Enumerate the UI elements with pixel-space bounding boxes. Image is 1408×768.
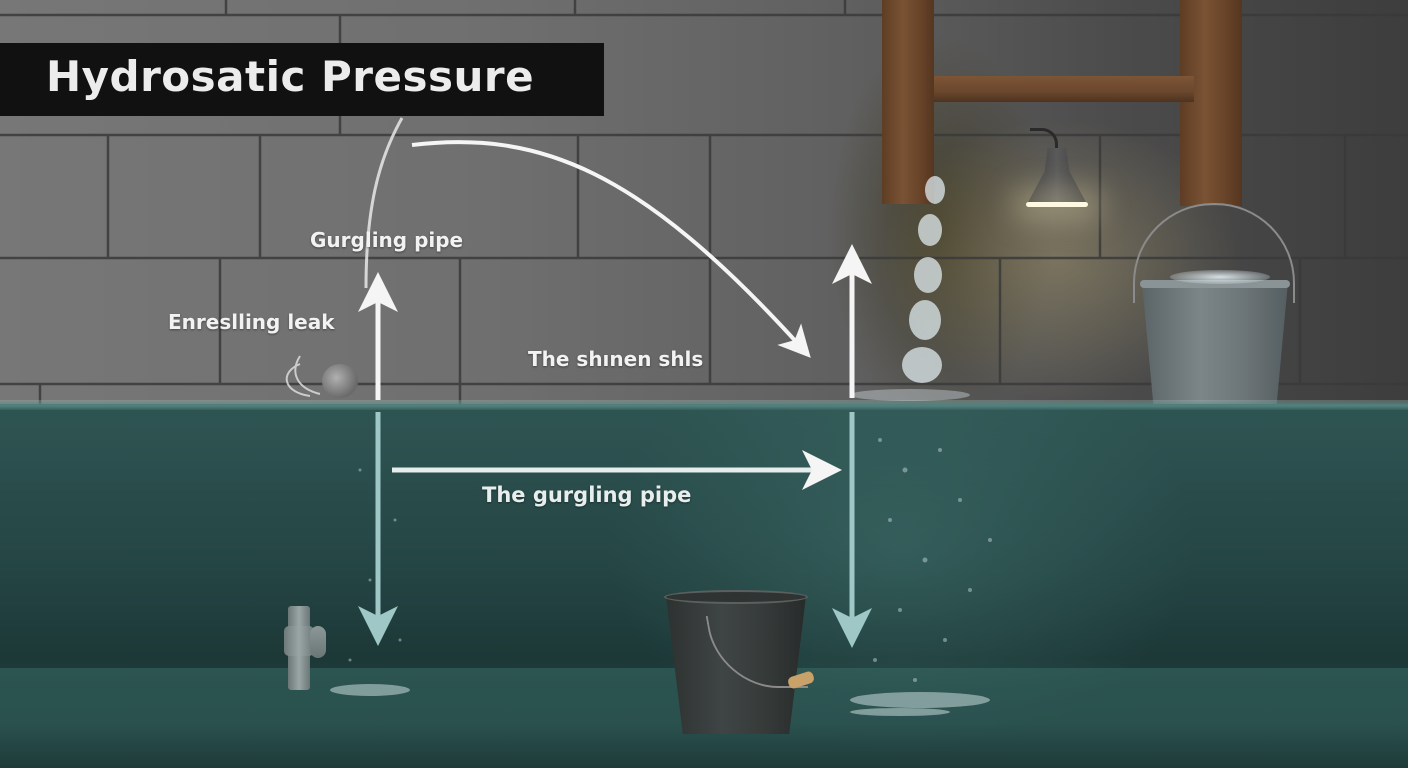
ladder-rung: [934, 76, 1194, 102]
ladder-left-rail: [882, 0, 934, 204]
right-bucket-rim: [1140, 280, 1290, 288]
right-bucket-water-splash: [1170, 270, 1270, 284]
wall-drain-leak-icon: [322, 364, 358, 398]
center-bucket-rim: [664, 590, 808, 604]
lamp-cord: [1030, 128, 1058, 150]
page-title: Hydrosatic Pressure: [46, 52, 535, 101]
label-gurgling-pipe: Gurgling pipe: [310, 228, 464, 252]
right-bucket-icon: [1142, 282, 1288, 408]
pipe-tee-fitting-icon: [284, 626, 314, 656]
lamp-light: [1026, 202, 1088, 207]
title-banner: [0, 43, 604, 116]
center-bucket-icon: [666, 596, 806, 734]
label-enreslling-leak: Enreslling leak: [168, 310, 335, 334]
label-the-shinen-shls: The shınen shls: [528, 347, 704, 371]
ladder-right-rail: [1180, 0, 1242, 206]
label-the-gurgling-pipe: The gurgling pipe: [482, 483, 692, 507]
pipe-side-outlet: [310, 626, 326, 658]
water-surface-line: [0, 400, 1408, 410]
